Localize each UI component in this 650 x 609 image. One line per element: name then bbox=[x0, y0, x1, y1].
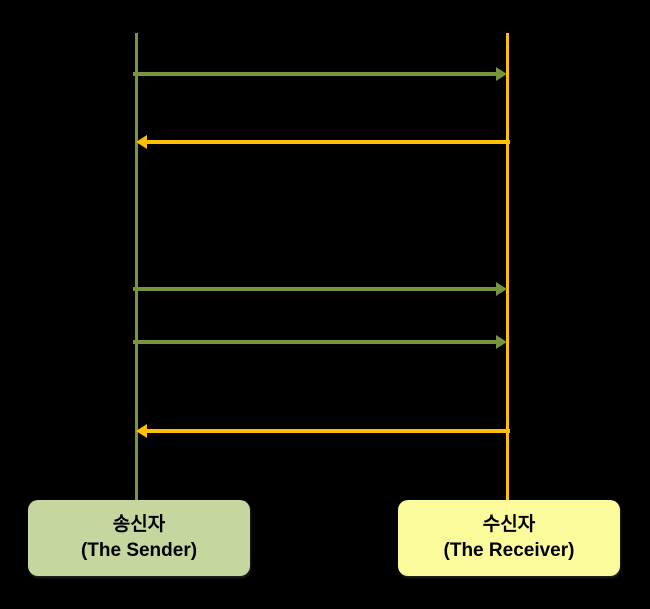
lifeline-sender bbox=[135, 33, 138, 500]
message-arrow-1-shaft bbox=[133, 72, 496, 76]
lifeline-receiver bbox=[506, 33, 509, 502]
actor-box-receiver: 수신자 (The Receiver) bbox=[398, 500, 620, 576]
message-arrow-3-shaft bbox=[133, 287, 496, 291]
message-arrow-2-shaft bbox=[147, 140, 510, 144]
message-arrow-3-head bbox=[496, 282, 507, 296]
message-arrow-5-shaft bbox=[147, 429, 510, 433]
message-arrow-1-head bbox=[496, 67, 507, 81]
actor-box-sender: 송신자 (The Sender) bbox=[28, 500, 250, 576]
message-arrow-5-head bbox=[136, 424, 147, 438]
sender-label-english: (The Sender) bbox=[80, 540, 198, 561]
receiver-label-english: (The Receiver) bbox=[443, 540, 575, 561]
message-arrow-2-head bbox=[136, 135, 147, 149]
message-arrow-4-shaft bbox=[133, 340, 496, 344]
message-arrow-4-head bbox=[496, 335, 507, 349]
receiver-label-korean: 수신자 bbox=[482, 514, 536, 535]
sender-label-korean: 송신자 bbox=[112, 514, 166, 535]
